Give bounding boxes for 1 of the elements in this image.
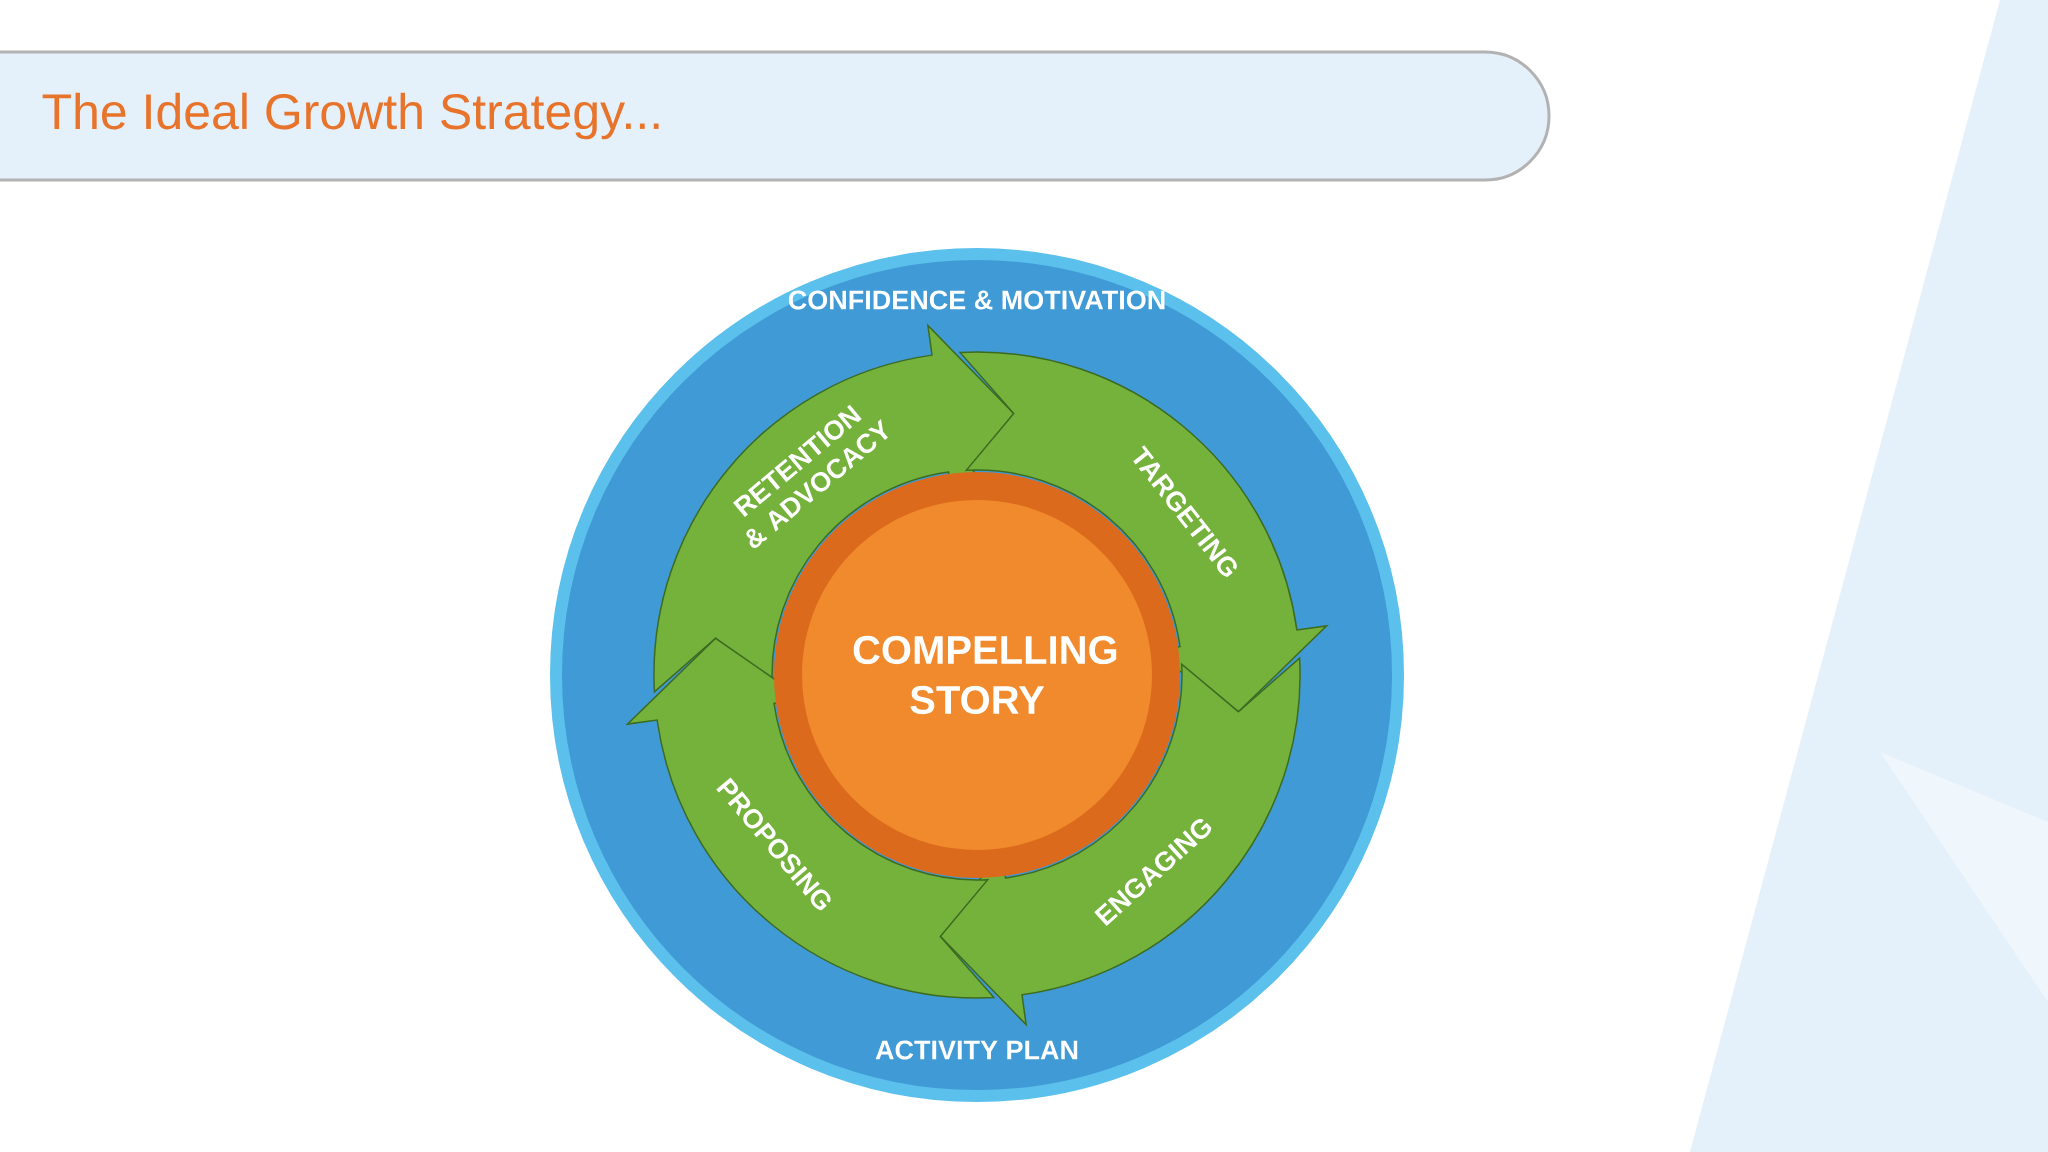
title: The Ideal Growth Strategy... [42,92,659,140]
